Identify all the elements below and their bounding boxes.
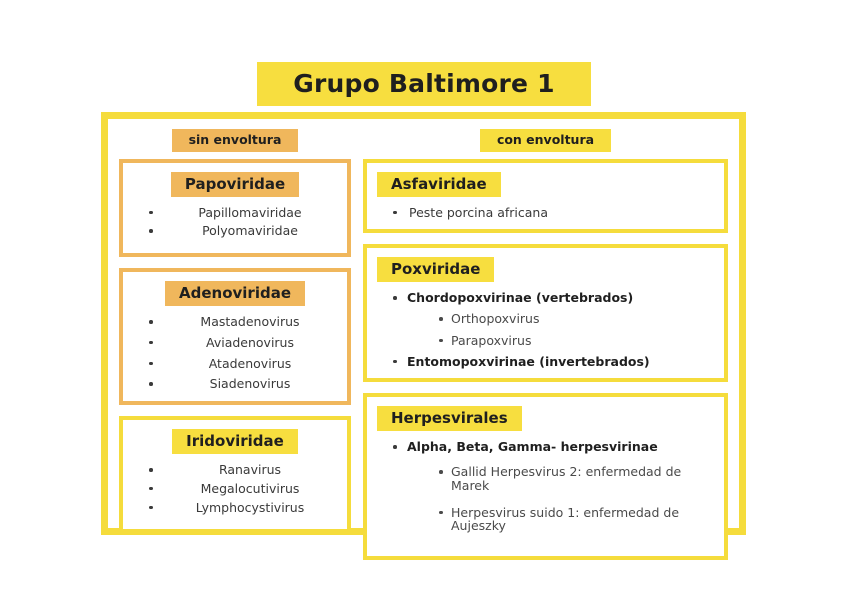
- card-title-papoviridae: Papoviridae: [170, 171, 300, 197]
- card-title-poxviridae: Poxviridae: [377, 257, 495, 283]
- sublist-item: Herpesvirus suido 1: enfermedad de Aujes…: [437, 504, 714, 534]
- list-item: Megalocutivirus: [147, 480, 337, 496]
- sublist-item-label: Herpesvirus suido 1: enfermedad de Aujes…: [451, 504, 680, 534]
- list-poxviridae: Chordopoxvirinae (vertebrados) Orthopoxv…: [377, 291, 714, 368]
- list-asfaviridae: Peste porcina africana: [377, 204, 714, 220]
- list-papoviridae: Papillomaviridae Polyomaviridae: [133, 204, 337, 239]
- columns-container: sin envoltura Papoviridae Papillomavirid…: [108, 119, 739, 560]
- list-item: Chordopoxvirinae (vertebrados) Orthopoxv…: [391, 291, 714, 347]
- list-item-label: Alpha, Beta, Gamma- herpesvirinae: [407, 439, 658, 455]
- list-item: Entomopoxvirinae (invertebrados): [391, 353, 714, 369]
- sublist-herpesvirinae: Gallid Herpesvirus 2: enfermedad de Mare…: [407, 465, 714, 533]
- list-item-label: Mastadenovirus: [200, 314, 300, 329]
- list-adenoviridae: Mastadenovirus Aviadenovirus Atadenoviru…: [133, 315, 337, 391]
- card-adenoviridae: Adenoviridae Mastadenovirus Aviadenoviru…: [119, 268, 351, 405]
- sublist-item: Orthopoxvirus: [437, 312, 714, 326]
- list-item-label: Aviadenovirus: [206, 334, 294, 350]
- diagram-title: Grupo Baltimore 1: [0, 62, 848, 106]
- column-con-envoltura: con envoltura Asfaviridae Peste porcina …: [363, 129, 728, 560]
- list-item: Lymphocystivirus: [147, 499, 337, 515]
- list-item: Ranavirus: [147, 463, 337, 477]
- list-item-label: Polyomaviridae: [202, 223, 298, 239]
- column-header-right-label: con envoltura: [479, 129, 612, 152]
- list-item-label: Megalocutivirus: [200, 480, 300, 496]
- list-iridoviridae: Ranavirus Megalocutivirus Lymphocystivir…: [133, 463, 337, 514]
- list-item: Polyomaviridae: [147, 224, 337, 238]
- list-herpesvirales: Alpha, Beta, Gamma- herpesvirinae Gallid…: [377, 440, 714, 533]
- list-item: Papillomaviridae: [147, 204, 337, 220]
- list-item: Siadenovirus: [147, 377, 337, 391]
- column-header-left-label: sin envoltura: [171, 129, 299, 152]
- card-title-iridoviridae: Iridoviridae: [172, 429, 298, 454]
- card-iridoviridae: Iridoviridae Ranavirus Megalocutivirus L…: [119, 416, 351, 534]
- list-item: Alpha, Beta, Gamma- herpesvirinae Gallid…: [391, 440, 714, 533]
- card-asfaviridae: Asfaviridae Peste porcina africana: [363, 158, 728, 234]
- column-header-left: sin envoltura: [119, 129, 351, 152]
- sublist-item: Parapoxvirus: [437, 332, 714, 348]
- card-title-asfaviridae: Asfaviridae: [377, 171, 501, 197]
- list-item-label: Lymphocystivirus: [195, 499, 305, 515]
- list-item-label: Chordopoxvirinae (vertebrados): [407, 290, 634, 306]
- sublist-item-label: Parapoxvirus: [451, 332, 532, 348]
- list-item: Peste porcina africana: [391, 204, 714, 220]
- list-item-label: Entomopoxvirinae (invertebrados): [407, 353, 650, 369]
- title-label: Grupo Baltimore 1: [257, 62, 591, 106]
- column-sin-envoltura: sin envoltura Papoviridae Papillomavirid…: [119, 129, 351, 534]
- card-papoviridae: Papoviridae Papillomaviridae Polyomaviri…: [119, 158, 351, 257]
- sublist-item: Gallid Herpesvirus 2: enfermedad de Mare…: [437, 465, 714, 493]
- list-item-label: Peste porcina africana: [409, 204, 548, 220]
- sublist-item-label: Gallid Herpesvirus 2: enfermedad de Mare…: [451, 464, 682, 493]
- card-title-adenoviridae: Adenoviridae: [165, 281, 305, 306]
- list-item: Aviadenovirus: [147, 334, 337, 350]
- list-item-label: Papillomaviridae: [198, 204, 302, 220]
- list-item-label: Ranavirus: [218, 462, 282, 477]
- list-item: Mastadenovirus: [147, 315, 337, 329]
- list-item-label: Siadenovirus: [209, 376, 291, 392]
- card-herpesvirales: Herpesvirales Alpha, Beta, Gamma- herpes…: [363, 393, 728, 560]
- sublist-chordopoxvirinae: Orthopoxvirus Parapoxvirus: [407, 312, 714, 348]
- column-header-right: con envoltura: [363, 129, 728, 152]
- card-poxviridae: Poxviridae Chordopoxvirinae (vertebrados…: [363, 244, 728, 383]
- card-title-herpesvirales: Herpesvirales: [377, 406, 522, 432]
- list-item: Atadenovirus: [147, 355, 337, 371]
- list-item-label: Atadenovirus: [208, 355, 292, 371]
- sublist-item-label: Orthopoxvirus: [451, 311, 540, 326]
- diagram-frame: sin envoltura Papoviridae Papillomavirid…: [101, 112, 746, 560]
